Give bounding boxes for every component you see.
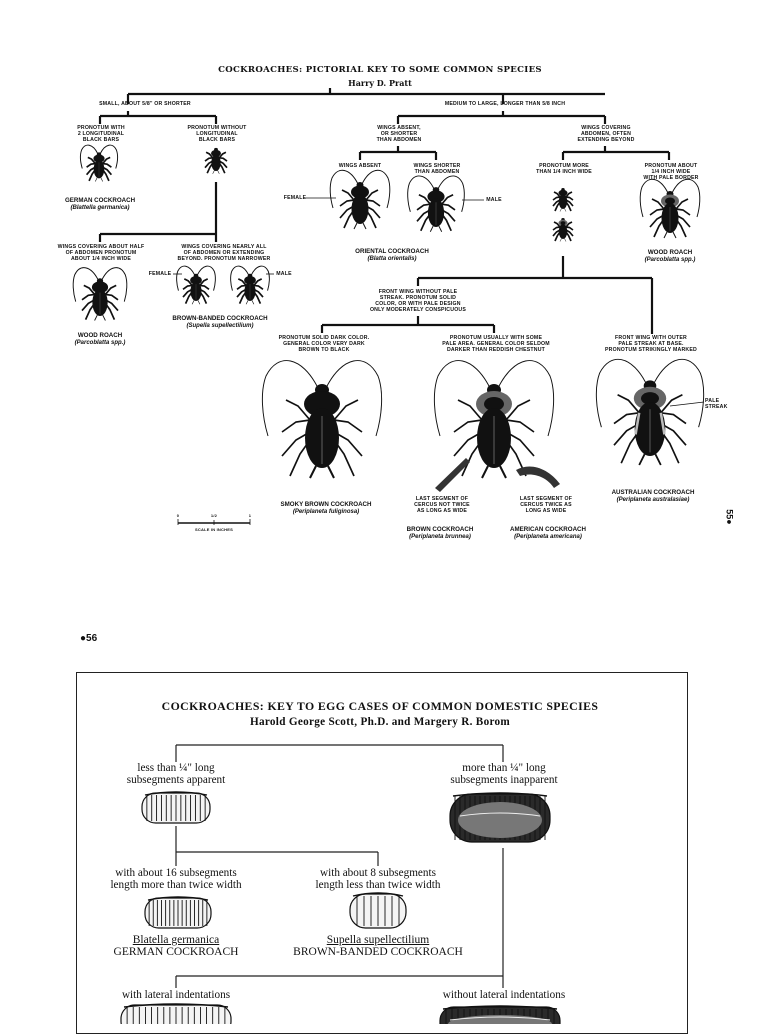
page-number-56: ●56 xyxy=(80,633,98,644)
smoky-sci: (Periplaneta fuliginosa) xyxy=(292,509,360,515)
pronotum-without-figure xyxy=(204,147,228,174)
label-pronotum-about: PRONOTUM ABOUT 1/4 INCH WIDE WITH PALE B… xyxy=(643,163,699,181)
egg-brownbanded-sci: Supella supellectilium xyxy=(326,934,430,946)
brownbanded-name: BROWN-BANDED COCKROACH xyxy=(172,315,268,322)
label-pronotum-solid: PRONOTUM SOLID DARK COLOR. GENERAL COLOR… xyxy=(278,335,370,353)
label-wings-absent: WINGS ABSENT xyxy=(338,163,382,169)
label-front-wing-without: FRONT WING WITHOUT PALE STREAK. PRONOTUM… xyxy=(369,289,467,313)
label-front-wing-outer: FRONT WING WITH OUTER PALE STREAK AT BAS… xyxy=(605,335,697,353)
pointer-male-bb: MALE xyxy=(276,271,292,277)
smoky-brown-figure xyxy=(261,360,383,479)
brownbanded-sci: (Supella supellectilium) xyxy=(186,323,254,329)
label-less-than: less than ¼" long subsegments apparent xyxy=(126,762,226,786)
australian-figure xyxy=(595,358,705,466)
egg-brownbanded-name: BROWN-BANDED COCKROACH xyxy=(293,946,463,958)
egg-key-title: COCKROACHES: KEY TO EGG CASES OF COMMON … xyxy=(161,699,599,713)
oriental-female-figure xyxy=(329,169,391,230)
egg-case-small xyxy=(141,791,211,824)
wood-sci-right: (Parcoblatta spp.) xyxy=(644,257,696,263)
branch-small: SMALL, ABOUT 5/8" OR SHORTER xyxy=(99,101,191,107)
american-sci: (Periplaneta americana) xyxy=(514,534,582,540)
egg-german-sci: Blatella germanica xyxy=(132,934,220,946)
german-name: GERMAN COCKROACH xyxy=(64,197,136,204)
label-wings-shorter: WINGS SHORTER THAN ABDOMEN xyxy=(413,163,461,175)
branch-large: MEDIUM TO LARGE, LONGER THAN 5/8 INCH xyxy=(444,101,566,107)
label-wings-absent-shorter: WINGS ABSENT, OR SHORTER THAN ABDOMEN xyxy=(376,125,422,143)
egg-case-lateral xyxy=(120,1003,232,1024)
egg-key-authors: Harold George Scott, Ph.D. and Margery R… xyxy=(249,716,511,728)
egg-case-large xyxy=(449,792,551,843)
label-pronotum-more: PRONOTUM MORE THAN 1/4 INCH WIDE xyxy=(536,163,592,175)
australian-name: AUSTRALIAN COCKROACH xyxy=(611,489,695,496)
label-wings-covering: WINGS COVERING ABDOMEN, OFTEN EXTENDING … xyxy=(577,125,635,143)
wood-name-right: WOOD ROACH xyxy=(647,249,693,256)
brownbanded-male-figure xyxy=(230,265,270,305)
brown-name: BROWN COCKROACH xyxy=(406,526,474,533)
american-name: AMERICAN COCKROACH xyxy=(510,526,586,533)
pronotum-more-figure-2 xyxy=(552,218,574,242)
wood-sci-left: (Parcoblatta spp.) xyxy=(74,340,126,346)
label-last-twice: LAST SEGMENT OF CERCUS TWICE AS LONG AS … xyxy=(519,496,573,514)
label-more-than: more than ¼" long subsegments inapparent xyxy=(450,762,558,786)
top-title: COCKROACHES: PICTORIAL KEY TO SOME COMMO… xyxy=(218,65,542,75)
oriental-name: ORIENTAL COCKROACH xyxy=(355,248,429,255)
brown-sci: (Periplaneta brunnea) xyxy=(409,534,471,540)
label-pale-streak: PALE STREAK xyxy=(705,398,728,410)
scale-1: 1 xyxy=(248,513,252,518)
oriental-male-figure xyxy=(407,175,465,232)
label-with-lateral: with lateral indentations xyxy=(121,989,231,1001)
label-pronotum-with: PRONOTUM WITH 2 LONGITUDINAL BLACK BARS xyxy=(77,125,125,143)
pointer-female-bb: FEMALE xyxy=(148,271,172,277)
german-cockroach-figure xyxy=(80,144,118,182)
label-wings-nearly: WINGS COVERING NEARLY ALL OF ABDOMEN OR … xyxy=(177,244,271,262)
wood-roach-right-figure xyxy=(639,178,701,239)
egg-case-nolateral xyxy=(439,1005,561,1024)
label-without-lateral: without lateral indentations xyxy=(442,989,566,1001)
scale-0: 0 xyxy=(176,513,180,518)
label-wings-half: WINGS COVERING ABOUT HALF OF ABDOMEN PRO… xyxy=(57,244,145,262)
label-pronotum-usually: PRONOTUM USUALLY WITH SOME PALE AREA. GE… xyxy=(442,335,550,353)
smoky-name: SMOKY BROWN COCKROACH xyxy=(280,501,372,508)
cercus-detail-american xyxy=(516,466,560,488)
top-author: Harry D. Pratt xyxy=(348,78,412,88)
german-sci: (Blattella germanica) xyxy=(70,205,130,211)
oriental-sci: (Blatta orientalis) xyxy=(367,256,417,262)
wood-name-left: WOOD ROACH xyxy=(77,332,123,339)
pointer-male-oriental: MALE xyxy=(486,197,502,203)
scale-half: 1/2 xyxy=(210,513,218,518)
egg-case-german xyxy=(144,896,212,929)
label-last-not-twice: LAST SEGMENT OF CERCUS NOT TWICE AS LONG… xyxy=(414,496,470,514)
cercus-detail-brown xyxy=(435,458,470,492)
brownbanded-female-figure xyxy=(176,265,216,305)
label-about-8: with about 8 subsegments length less tha… xyxy=(315,867,441,891)
label-pronotum-without: PRONOTUM WITHOUT LONGITUDINAL BLACK BARS xyxy=(187,125,247,143)
scale-label: SCALE IN INCHES xyxy=(195,527,233,532)
pronotum-more-figure-1 xyxy=(552,188,574,212)
brown-american-figure xyxy=(433,360,555,479)
australian-sci: (Periplaneta australasiae) xyxy=(616,497,690,503)
label-about-16: with about 16 subsegments length more th… xyxy=(110,867,242,891)
wood-roach-left-figure xyxy=(72,267,128,321)
egg-german-name: GERMAN COCKROACH xyxy=(113,946,239,958)
egg-case-brownbanded xyxy=(349,892,407,929)
pointer-female-oriental: FEMALE xyxy=(283,195,307,201)
page-number-55: 55● xyxy=(724,509,735,525)
